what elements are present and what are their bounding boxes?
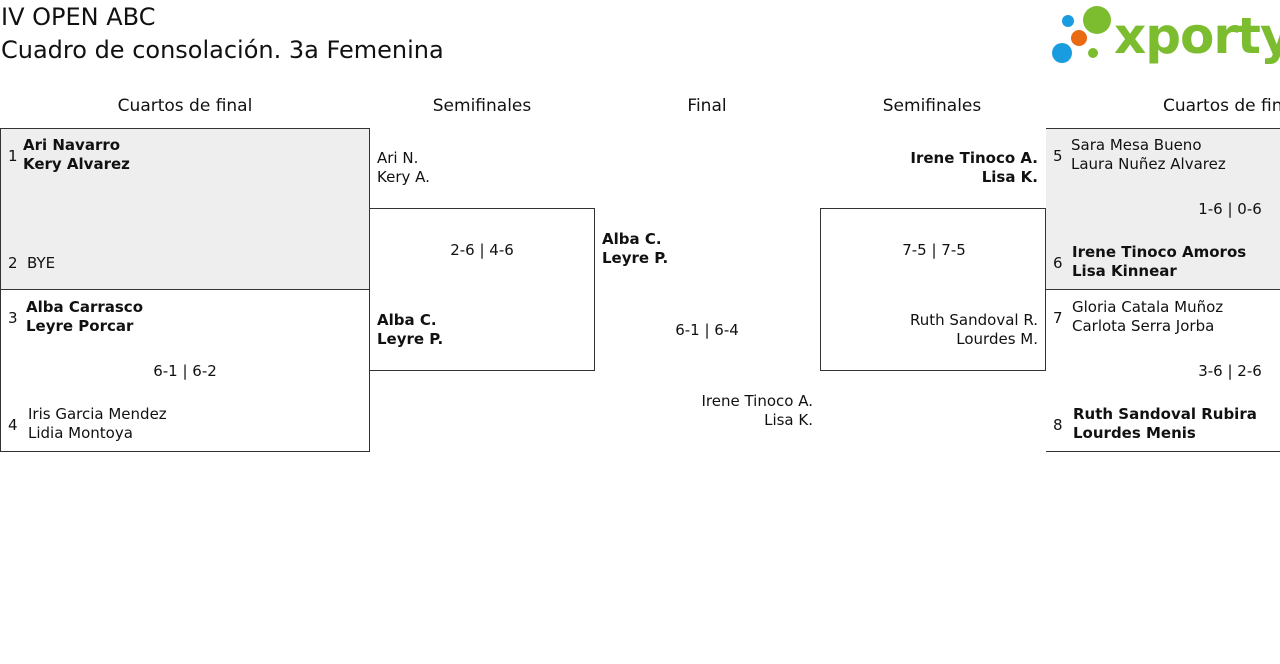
logo-dot-green: [1083, 6, 1111, 34]
seed-number: 1: [8, 147, 18, 165]
finalist-name: Lisa K.: [764, 411, 813, 429]
match-score: 6-1 | 6-2: [153, 362, 217, 380]
player-name: Lidia Montoya: [28, 424, 133, 442]
logo-dot-blue: [1062, 15, 1074, 27]
round-header-right-qf-clip: Cuartos de final: [1046, 96, 1280, 120]
match-right-sf[interactable]: 7-5 | 7-5 Ruth Sandoval R. Lourdes M.: [820, 208, 1046, 371]
seed-number: 7: [1053, 309, 1063, 327]
match-left-sf[interactable]: 2-6 | 4-6 Alba C. Leyre P.: [369, 208, 595, 371]
match-right-qf-2[interactable]: 7 Gloria Catala Muñoz Carlota Serra Jorb…: [1046, 289, 1280, 452]
player-name: Lourdes M.: [956, 330, 1038, 348]
logo-dot-blue-large: [1052, 43, 1072, 63]
finalist-name: Leyre P.: [602, 249, 669, 267]
match-right-qf-1[interactable]: 5 Sara Mesa Bueno Laura Nuñez Alvarez 1-…: [1046, 128, 1280, 290]
seed-number: 8: [1053, 416, 1063, 434]
player-name: Laura Nuñez Alvarez: [1071, 155, 1226, 173]
round-header-right-qf: Cuartos de final: [1163, 96, 1280, 116]
logo-wordmark: xporty: [1114, 7, 1280, 65]
player-name: Carlota Serra Jorba: [1072, 317, 1215, 335]
final-score: 6-1 | 6-4: [675, 321, 739, 339]
player-name: Lisa Kinnear: [1072, 262, 1177, 280]
round-header-left-sf: Semifinales: [432, 96, 532, 116]
player-name: Gloria Catala Muñoz: [1072, 298, 1224, 316]
player-name: Ari Navarro: [23, 136, 121, 154]
round-header-final: Final: [687, 96, 727, 116]
match-score: 2-6 | 4-6: [450, 241, 514, 259]
seed-number: 5: [1053, 147, 1063, 165]
match-score: 1-6 | 0-6: [1198, 200, 1262, 218]
finalist-name: Alba C.: [602, 230, 662, 248]
round-header-right-sf: Semifinales: [882, 96, 982, 116]
logo-dot-green-small: [1088, 48, 1098, 58]
player-name: Irene Tinoco A.: [910, 149, 1038, 167]
right-qf-column: 5 Sara Mesa Bueno Laura Nuñez Alvarez 1-…: [1046, 0, 1280, 664]
player-name: Ari N.: [377, 149, 419, 167]
player-name: Lourdes Menis: [1073, 424, 1196, 442]
tournament-title: IV OPEN ABC: [1, 3, 156, 31]
player-name: Sara Mesa Bueno: [1071, 136, 1202, 154]
player-name: Ruth Sandoval R.: [910, 311, 1038, 329]
seed-number: 6: [1053, 254, 1063, 272]
seed-number: 3: [8, 309, 18, 327]
player-name: Alba C.: [377, 311, 437, 329]
match-score: 3-6 | 2-6: [1198, 362, 1262, 380]
seed-number: 2: [8, 254, 18, 272]
seed-number: 4: [8, 416, 18, 434]
player-name: Kery A.: [377, 168, 430, 186]
player-name: Alba Carrasco: [26, 298, 144, 316]
round-header-left-qf: Cuartos de final: [117, 96, 253, 116]
xporty-logo[interactable]: xporty: [1050, 4, 1280, 68]
player-name-bye: BYE: [27, 254, 56, 272]
player-name: Lisa K.: [981, 168, 1038, 186]
player-name: Irene Tinoco Amoros: [1072, 243, 1247, 261]
finalist-name: Irene Tinoco A.: [701, 392, 813, 410]
logo-dot-orange: [1071, 30, 1087, 46]
player-name: Ruth Sandoval Rubira: [1073, 405, 1257, 423]
player-name: Leyre Porcar: [26, 317, 134, 335]
player-name: Iris Garcia Mendez: [28, 405, 167, 423]
player-name: Kery Alvarez: [23, 155, 130, 173]
match-left-qf-2[interactable]: 3 Alba Carrasco Leyre Porcar 6-1 | 6-2 4…: [0, 289, 370, 452]
match-score: 7-5 | 7-5: [902, 241, 966, 259]
player-name: Leyre P.: [377, 330, 444, 348]
match-left-qf-1[interactable]: 1 Ari Navarro Kery Alvarez 2 BYE: [0, 128, 370, 290]
draw-title: Cuadro de consolación. 3a Femenina: [1, 36, 444, 64]
